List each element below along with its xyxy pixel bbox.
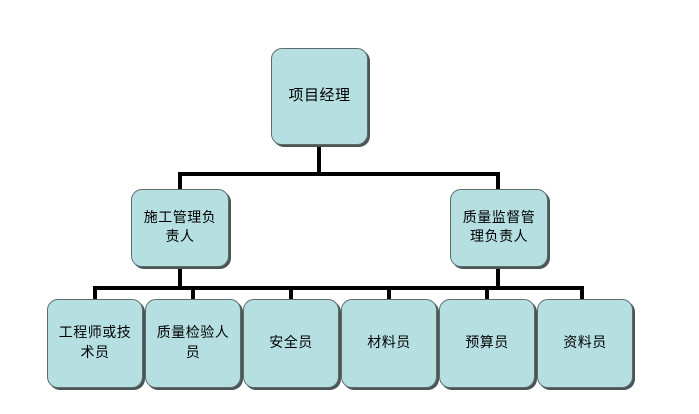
node-construction-management-lead[interactable]: 施工管理负责人 (131, 189, 229, 267)
node-label: 安全员 (269, 335, 313, 351)
connector-level3-drop-6 (580, 286, 584, 302)
node-quality-supervision-lead[interactable]: 质量监督管理负责人 (450, 189, 548, 267)
connector-level3-drop-3 (289, 286, 293, 302)
connector-level3-drop-5 (485, 286, 489, 302)
node-quality-inspector[interactable]: 质量检验人员 (145, 299, 241, 388)
node-label: 项目经理 (288, 88, 351, 105)
connector-level3-drop-4 (387, 286, 391, 302)
connector-level2-right-drop (496, 172, 500, 192)
node-label: 材料员 (367, 335, 411, 351)
node-documentation-clerk[interactable]: 资料员 (537, 299, 633, 388)
node-label: 施工管理负责人 (143, 210, 217, 245)
connector-left-branch-drop (178, 265, 182, 290)
node-label: 资料员 (563, 335, 607, 351)
connector-level3-bus (93, 286, 584, 290)
node-label: 预算员 (465, 335, 509, 351)
connector-level3-drop-2 (191, 286, 195, 302)
connector-level2-left-drop (178, 172, 182, 192)
node-label: 质量监督管理负责人 (462, 210, 536, 245)
connector-level3-drop-1 (93, 286, 97, 302)
node-label: 质量检验人员 (156, 326, 230, 361)
node-safety-officer[interactable]: 安全员 (243, 299, 339, 388)
node-label: 工程师或技术员 (58, 326, 132, 361)
node-budget-officer[interactable]: 预算员 (439, 299, 535, 388)
connector-right-branch-drop (496, 265, 500, 290)
node-engineer-or-technician[interactable]: 工程师或技术员 (47, 299, 143, 388)
connector-root-drop (317, 145, 321, 175)
node-project-manager[interactable]: 项目经理 (271, 48, 368, 145)
connector-level2-bus (178, 172, 500, 176)
node-materials-clerk[interactable]: 材料员 (341, 299, 437, 388)
